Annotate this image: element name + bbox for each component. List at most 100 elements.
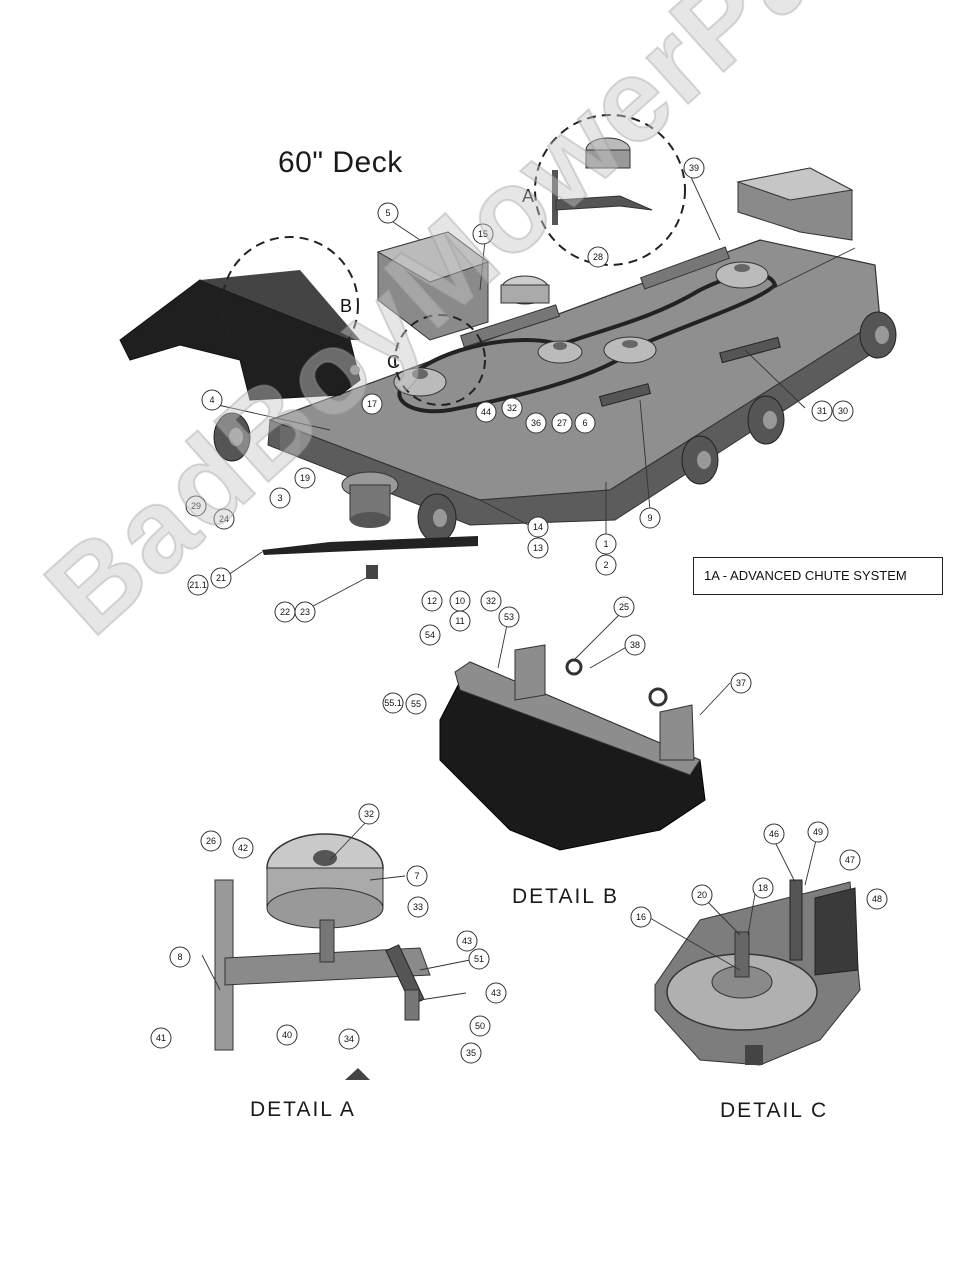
anti-scalp-wheels [213, 311, 897, 543]
svg-text:18: 18 [758, 883, 768, 893]
discharge-chute [119, 270, 361, 401]
callout-3: 3 [269, 487, 291, 509]
callout-32: 32 [358, 803, 380, 825]
svg-text:4: 4 [209, 395, 214, 405]
svg-text:19: 19 [300, 473, 310, 483]
callout-32-3: 32 [480, 590, 502, 612]
svg-text:24: 24 [219, 514, 229, 524]
svg-text:22: 22 [280, 607, 290, 617]
callout-13: 13 [527, 537, 549, 559]
callout-41: 41 [150, 1027, 172, 1049]
svg-text:25: 25 [619, 602, 629, 612]
svg-text:36: 36 [531, 418, 541, 428]
callout-6: 6 [574, 412, 596, 434]
deck-pulleys [393, 261, 769, 397]
svg-text:15: 15 [478, 229, 488, 239]
svg-text:44: 44 [481, 407, 491, 417]
diagram-title: 60" Deck [278, 146, 403, 179]
leader-lines [201, 174, 856, 1001]
detail-b-chute [439, 644, 706, 851]
svg-text:27: 27 [557, 418, 567, 428]
callout-30: 30 [832, 400, 854, 422]
callout-10: 10 [449, 590, 471, 612]
inset-circles [221, 114, 686, 406]
callout-48: 48 [866, 888, 888, 910]
callout-21-1: 21.1 [187, 574, 209, 596]
inset-letter-b: B [340, 296, 353, 316]
detail-c-pulley [654, 879, 861, 1066]
svg-text:6: 6 [582, 418, 587, 428]
idler-arms [459, 246, 781, 407]
callout-15: 15 [472, 223, 494, 245]
svg-text:38: 38 [630, 640, 640, 650]
svg-text:2: 2 [603, 560, 608, 570]
inset-letter-a: A [522, 186, 535, 206]
callout-38: 38 [624, 634, 646, 656]
svg-text:31: 31 [817, 406, 827, 416]
callout-29: 29 [185, 495, 207, 517]
detail-c-label: DETAIL C [720, 1099, 829, 1122]
callout-21: 21 [210, 567, 232, 589]
svg-text:23: 23 [300, 607, 310, 617]
callout-35: 35 [460, 1042, 482, 1064]
svg-text:34: 34 [344, 1034, 354, 1044]
svg-text:54: 54 [425, 630, 435, 640]
svg-text:17: 17 [367, 399, 377, 409]
svg-text:14: 14 [533, 522, 543, 532]
svg-text:53: 53 [504, 612, 514, 622]
svg-text:16: 16 [636, 912, 646, 922]
svg-text:46: 46 [769, 829, 779, 839]
svg-text:43: 43 [462, 936, 472, 946]
callout-28: 28 [587, 246, 609, 268]
spindle-and-blade [262, 471, 478, 579]
svg-text:12: 12 [427, 596, 437, 606]
svg-text:49: 49 [813, 827, 823, 837]
svg-text:42: 42 [238, 843, 248, 853]
callout-16: 16 [630, 906, 652, 928]
svg-text:51: 51 [474, 954, 484, 964]
callout-4: 4 [201, 389, 223, 411]
svg-text:10: 10 [455, 596, 465, 606]
svg-text:35: 35 [466, 1048, 476, 1058]
callout-39: 39 [683, 157, 705, 179]
detail-a-idler [214, 833, 431, 1080]
svg-text:3: 3 [277, 493, 282, 503]
svg-text:55.1: 55.1 [384, 698, 402, 708]
svg-text:30: 30 [838, 406, 848, 416]
callout-19: 19 [294, 467, 316, 489]
callout-40: 40 [276, 1024, 298, 1046]
callout-34: 34 [338, 1028, 360, 1050]
svg-text:32: 32 [507, 403, 517, 413]
callout-54: 54 [419, 624, 441, 646]
callout-24: 24 [213, 508, 235, 530]
callout-36: 36 [525, 412, 547, 434]
svg-text:32: 32 [364, 809, 374, 819]
callout-8: 8 [169, 946, 191, 968]
callout-20: 20 [691, 884, 713, 906]
inset-a-idler [552, 137, 653, 225]
callout-37: 37 [730, 672, 752, 694]
svg-text:7: 7 [414, 871, 419, 881]
svg-text:1: 1 [603, 539, 608, 549]
callout-22: 22 [274, 601, 296, 623]
svg-text:28: 28 [593, 252, 603, 262]
svg-text:13: 13 [533, 543, 543, 553]
svg-text:37: 37 [736, 678, 746, 688]
belt-covers [376, 167, 854, 341]
callout-25: 25 [613, 596, 635, 618]
svg-text:40: 40 [282, 1030, 292, 1040]
svg-text:47: 47 [845, 855, 855, 865]
svg-text:11: 11 [455, 616, 464, 626]
detail-a-label: DETAIL A [250, 1098, 356, 1121]
callout-23: 23 [294, 601, 316, 623]
svg-text:41: 41 [156, 1033, 166, 1043]
callout-17: 17 [361, 393, 383, 415]
callout-31: 31 [811, 400, 833, 422]
callout-46: 46 [763, 823, 785, 845]
svg-text:48: 48 [872, 894, 882, 904]
callout-26: 26 [200, 830, 222, 852]
callout-50: 50 [469, 1015, 491, 1037]
